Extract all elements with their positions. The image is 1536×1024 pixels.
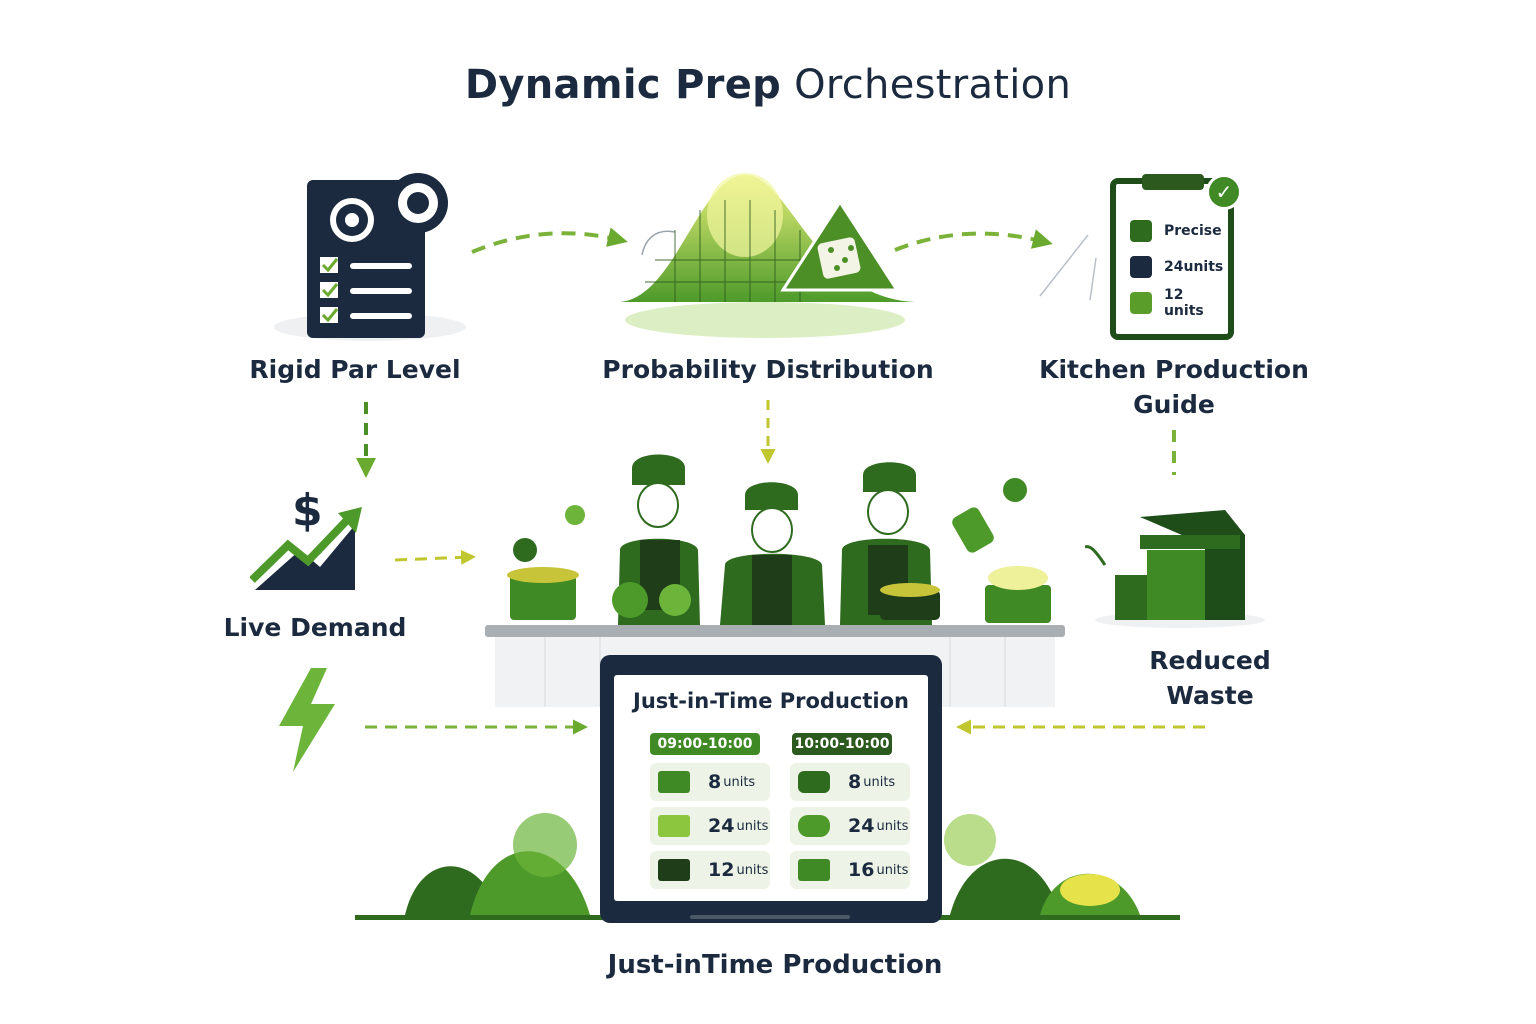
svg-text:$: $: [292, 485, 323, 536]
chef-figure: [720, 482, 825, 625]
box-icon: [658, 815, 690, 837]
production-cell: 8 units: [650, 763, 770, 801]
node-live-demand: Live Demand: [223, 613, 407, 642]
time-slot-0900: 09:00-10:00: [650, 733, 760, 755]
monitor-bezel-bar: [690, 915, 850, 919]
clipboard-clip: [1142, 174, 1204, 190]
production-cell: 8 units: [790, 763, 910, 801]
envelope-icon: [798, 859, 830, 881]
title-bold: Dynamic Prep: [464, 62, 782, 108]
cell-value: 8: [848, 771, 862, 793]
lock-icon: [1130, 256, 1152, 278]
cell-unit: units: [876, 818, 909, 834]
arrow-demand-to-kitchen: [394, 549, 476, 565]
node-rigid-par-level: Rigid Par Level: [249, 355, 461, 384]
chat-icon: [798, 771, 830, 793]
guide-row-label: Precise: [1164, 223, 1222, 239]
screen-title: Just-in-Time Production: [633, 689, 909, 713]
page-title: Dynamic Prep Orchestration: [0, 62, 1536, 108]
monitor-screen: Just-in-Time Production 09:00-10:00 10:0…: [614, 675, 928, 901]
guide-row-label: 12 units: [1163, 287, 1204, 319]
title-light: Orchestration: [794, 62, 1072, 108]
guide-row: 24units: [1130, 252, 1228, 282]
check-icon: ✓: [1206, 174, 1242, 210]
foliage-decoration: [355, 813, 1180, 920]
production-monitor: Just-in-Time Production 09:00-10:00 10:0…: [600, 655, 942, 923]
cell-value: 8: [708, 771, 722, 793]
production-guide-clipboard: ✓ Precise 24units 12 units: [1110, 174, 1242, 340]
vegetable-icon: [798, 815, 830, 837]
guide-row: 12 units: [1130, 287, 1228, 319]
node-just-in-time-production: Just-inTime Production: [607, 950, 943, 980]
production-cell: 12 units: [650, 851, 770, 889]
cell-unit: units: [876, 862, 909, 878]
cell-value: 12: [708, 859, 735, 881]
cell-value: 16: [848, 859, 875, 881]
production-cell: 16 units: [790, 851, 910, 889]
waste-bins-icon: [1085, 510, 1265, 628]
cell-value: 24: [708, 815, 735, 837]
chef-figure: [840, 462, 940, 625]
time-slot-1000: 10:00-10:00: [792, 733, 892, 755]
bell-curve-dice-icon: [620, 173, 915, 338]
dollar-trend-icon: $: [250, 485, 362, 590]
cell-unit: units: [723, 774, 756, 790]
cell-value: 24: [848, 815, 875, 837]
document-gears-icon: [274, 173, 466, 341]
cell-unit: units: [863, 774, 896, 790]
node-kitchen-production-guide: Kitchen Production Guide: [1039, 355, 1309, 419]
arrow-par-to-probability: [471, 227, 628, 254]
node-probability-distribution: Probability Distribution: [602, 355, 934, 384]
chef-figure: [612, 454, 700, 625]
arrow-probability-to-guide: [894, 229, 1053, 252]
number-8-icon: [1130, 220, 1152, 242]
envelope-icon: [1130, 292, 1152, 314]
production-cell: 24 units: [790, 807, 910, 845]
guide-rows: Precise 24units 12 units: [1130, 216, 1228, 319]
cell-unit: units: [736, 818, 769, 834]
node-reduced-waste: Reduced Waste: [1149, 646, 1271, 710]
tray-icon: [658, 771, 690, 793]
cell-unit: units: [736, 862, 769, 878]
guide-row-label: 24units: [1164, 259, 1224, 275]
production-cell: 24 units: [650, 807, 770, 845]
guide-row: Precise: [1130, 216, 1228, 246]
bin-icon: [658, 859, 690, 881]
lightning-icon: [279, 668, 335, 772]
